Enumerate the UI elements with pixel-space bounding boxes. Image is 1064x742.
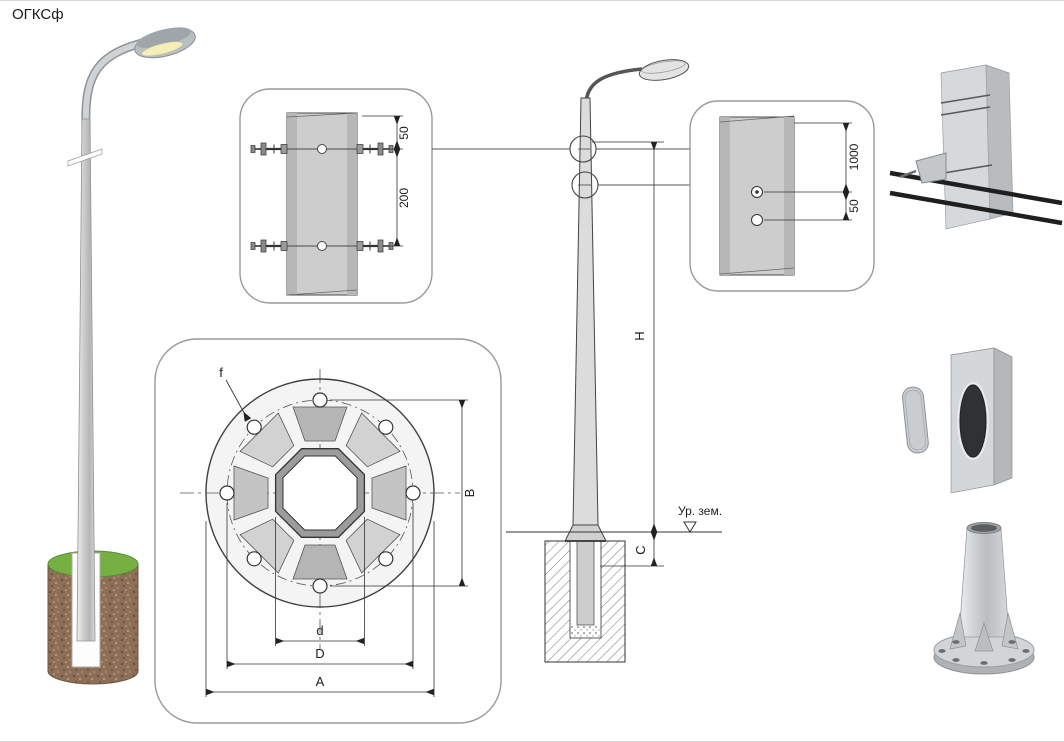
- bolt-hole: [317, 241, 327, 251]
- gusset-3d: [949, 612, 967, 650]
- wedge-clamp: [915, 152, 947, 184]
- label-C: C: [633, 545, 648, 554]
- detail-view-hole-joint: 1000 50: [689, 100, 875, 292]
- fixing-hole-lower: [751, 214, 763, 226]
- bolt-hole: [317, 144, 327, 154]
- octagonal-hole: [282, 455, 358, 531]
- bolt-left-top: [250, 142, 288, 156]
- render-flange-base: [933, 522, 1035, 675]
- label-H: H: [632, 331, 647, 340]
- dim-1000: 1000: [847, 143, 861, 170]
- dim-dDA-lines: [205, 503, 435, 697]
- ground-label: Ур. зем.: [678, 504, 722, 518]
- dim-50-top: 50: [397, 126, 411, 140]
- band-strap: [943, 164, 993, 174]
- hole-leader: [225, 379, 252, 422]
- flange-bolt-holes: [219, 392, 421, 594]
- render-wire-clamp: [889, 64, 1063, 230]
- luminaire-3d: [134, 27, 196, 59]
- detail1-dimensions: [362, 115, 403, 247]
- dim-200: 200: [397, 188, 411, 208]
- break-mark: [67, 148, 103, 167]
- label-f: f: [219, 365, 223, 380]
- base-flare: [564, 524, 607, 542]
- arm-elevation: [584, 67, 643, 106]
- pole-shaft-3d: [76, 118, 96, 642]
- hand-hole-opening: [959, 384, 987, 458]
- label-A: A: [316, 674, 325, 689]
- pole-piece-side: [993, 347, 1013, 486]
- dim-B-lines: [330, 399, 468, 587]
- sand-bed: [570, 626, 601, 638]
- callout-connectors: [432, 148, 690, 186]
- ground-level-symbol: [683, 521, 697, 533]
- elevation-dimensions: [592, 141, 664, 567]
- pole-3d-render: [47, 27, 196, 685]
- page-title: ОГКСф: [12, 6, 64, 23]
- pole-elevation: Ур. зем. H C: [432, 59, 722, 663]
- label-d: d: [316, 623, 323, 638]
- label-D: D: [315, 646, 324, 661]
- lamp-glow: [141, 41, 183, 57]
- render-hand-hole: [901, 347, 1014, 494]
- gusset-3d: [974, 621, 994, 652]
- foundation-section: [544, 540, 626, 663]
- gusset-3d: [1001, 612, 1019, 650]
- detail-view-bolt-joint: 50 200: [239, 88, 433, 304]
- overhead-wire: [889, 170, 1063, 206]
- dim-50-right: 50: [847, 199, 861, 213]
- detail2-dimensions: [764, 122, 852, 221]
- luminaire-elevation: [638, 59, 690, 81]
- flange-holes-3d: [938, 640, 1030, 665]
- flange-plan-view: f B d D A: [154, 338, 502, 724]
- hand-hole-cover: [901, 386, 929, 454]
- band-strap: [940, 94, 991, 104]
- bolt-left-bottom: [250, 239, 288, 253]
- stiffener-gussets: [233, 406, 407, 580]
- embedded-shaft: [576, 540, 595, 626]
- pole-section: [286, 112, 358, 296]
- label-B: B: [462, 489, 477, 498]
- band-strap: [940, 106, 991, 116]
- tube-3d: [958, 527, 1010, 638]
- overhead-wire: [889, 190, 1063, 226]
